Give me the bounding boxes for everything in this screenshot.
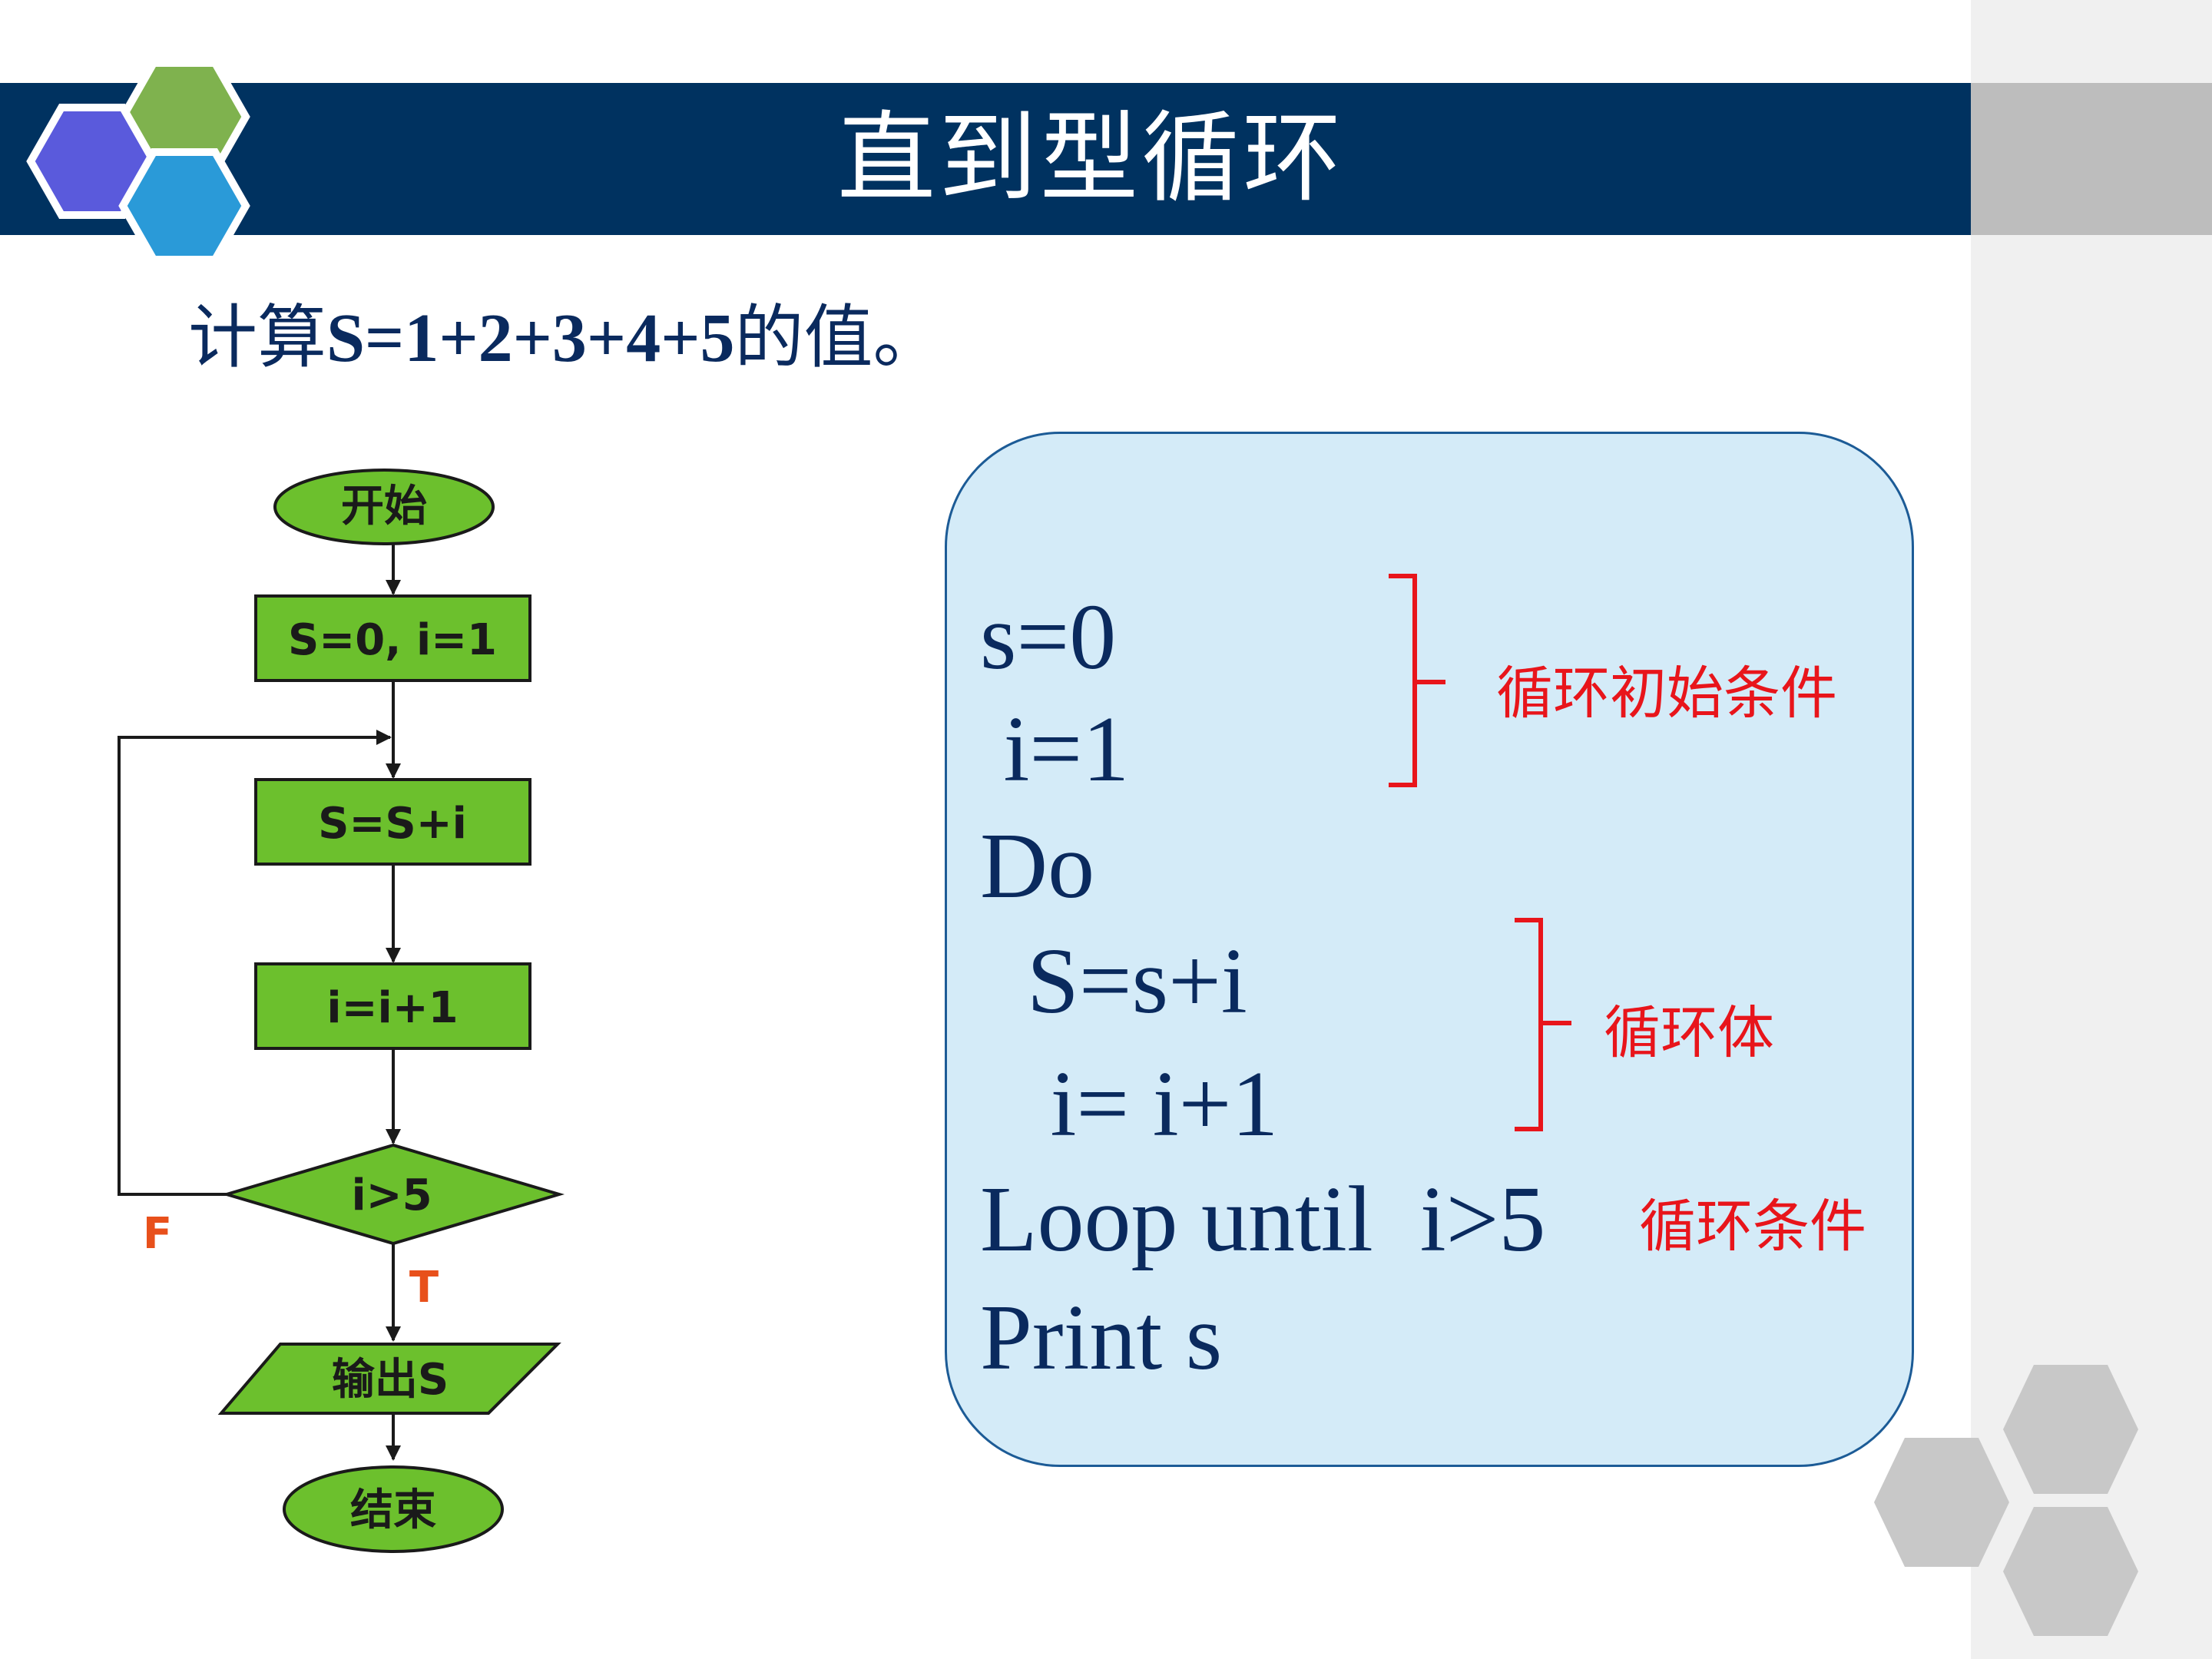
code-line-6: Loop until i>5 [980, 1167, 1546, 1271]
title-bar [0, 83, 1971, 235]
decorative-hexagons-icon [1874, 1365, 2138, 1636]
loop-back-arrow [118, 730, 392, 1196]
problem-formula: S=1+2+3+4+5 [326, 300, 735, 376]
code-line-7: Print s [980, 1286, 1223, 1389]
problem-prefix: 计算 [188, 297, 326, 378]
init-note: 循环初始条件 [1496, 661, 1837, 727]
code-line-1: s=0 [980, 585, 1117, 689]
flowchart: 开始 S=0, i=1 S=S+i i=i+1 i>5 F T 输出S 结束 [118, 469, 565, 1553]
code-line-5: i= i+1 [980, 1052, 1279, 1156]
purple-hexagon [26, 104, 158, 219]
end-label: 结束 [350, 1485, 436, 1535]
end-terminal [283, 1465, 504, 1553]
start-terminal [273, 469, 495, 545]
body1-process-box [254, 778, 531, 866]
code-line-4: S=s+i [980, 929, 1247, 1033]
true-label: T [409, 1263, 439, 1313]
init-process-box [254, 594, 531, 682]
problem-statement: 计算S=1+2+3+4+5的值。 [188, 296, 942, 380]
problem-suffix: 的值。 [734, 297, 942, 378]
condition-note: 循环条件 [1639, 1194, 1866, 1260]
title-bar-tab [1971, 83, 2212, 235]
body2-process-box [254, 962, 531, 1050]
code-line-2: i=1 [980, 697, 1130, 801]
code-line-3: Do [980, 814, 1095, 918]
hexagon-logo-icon [26, 59, 250, 263]
output-label: 输出S [332, 1355, 449, 1405]
start-label: 开始 [341, 482, 427, 531]
blue-hexagon [118, 148, 250, 263]
condition-decision [220, 1143, 565, 1246]
slide-title: 直到型循环 [836, 101, 1344, 216]
condition-label: i>5 [351, 1171, 432, 1220]
body-note: 循环体 [1604, 1000, 1774, 1066]
init-label: S=0, i=1 [288, 615, 497, 665]
body1-label: S=S+i [318, 799, 467, 849]
output-parallelogram [217, 1343, 561, 1415]
false-label: F [143, 1209, 172, 1259]
body2-label: i=i+1 [326, 983, 458, 1033]
